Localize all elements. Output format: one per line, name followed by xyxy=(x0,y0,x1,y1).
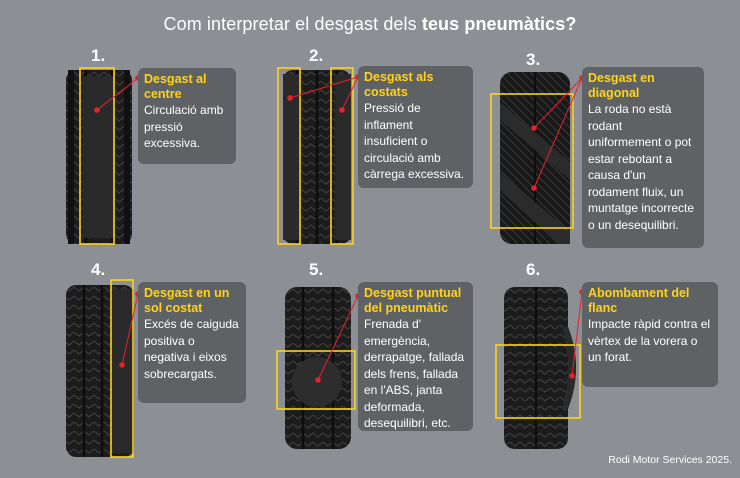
info-heading-3: Desgast en diagonal xyxy=(588,71,655,100)
credit-text: Rodi Motor Services 2025. xyxy=(608,454,732,466)
tire-1-image xyxy=(66,70,132,244)
tire-5-image xyxy=(285,287,351,449)
page-title: Com interpretar el desgast dels teus pne… xyxy=(163,14,577,34)
info-box-1: Desgast al centre Circulació amb pressió… xyxy=(138,68,236,164)
info-text-5: Frenada d' emergència, derrapatge, falla… xyxy=(364,317,465,430)
item-number-1: 1. xyxy=(91,46,106,65)
item-number-6: 6. xyxy=(526,260,541,279)
item-number-4: 4. xyxy=(91,260,106,279)
item-number-3: 3. xyxy=(526,50,541,69)
info-text-2: Pressió de inflament insuficient o circu… xyxy=(364,101,465,181)
info-heading-5: Desgast puntual del pneumàtic xyxy=(364,286,462,315)
info-box-5: Desgast puntual del pneumàtic Frenada d'… xyxy=(358,282,473,431)
info-text-4: Excés de caiguda positiva o negativa i e… xyxy=(144,317,239,381)
item-number-5: 5. xyxy=(309,260,324,279)
info-box-4: Desgast en un sol costat Excés de caigud… xyxy=(138,282,246,403)
tire-3-image xyxy=(500,72,570,244)
info-text-3: La roda no està rodant uniformement o po… xyxy=(588,102,695,232)
info-heading-1: Desgast al centre xyxy=(144,72,207,101)
info-text-1: Circulació amb pressió excessiva. xyxy=(144,103,224,150)
tire-6-image xyxy=(504,287,576,449)
tire-2-image xyxy=(283,70,351,244)
info-box-3: Desgast en diagonal La roda no està roda… xyxy=(582,67,704,248)
info-text-6: Impacte ràpid contra el vèrtex de la vor… xyxy=(588,317,711,364)
info-heading-4: Desgast en un sol costat xyxy=(144,286,230,315)
info-box-2: Desgast als costats Pressió de inflament… xyxy=(358,66,473,188)
info-heading-6: Abombament del flanc xyxy=(588,286,690,315)
info-box-6: Abombament del flanc Impacte ràpid contr… xyxy=(582,282,718,387)
item-number-2: 2. xyxy=(309,46,324,65)
tire-4-image xyxy=(66,285,134,457)
info-heading-2: Desgast als costats xyxy=(364,70,434,99)
